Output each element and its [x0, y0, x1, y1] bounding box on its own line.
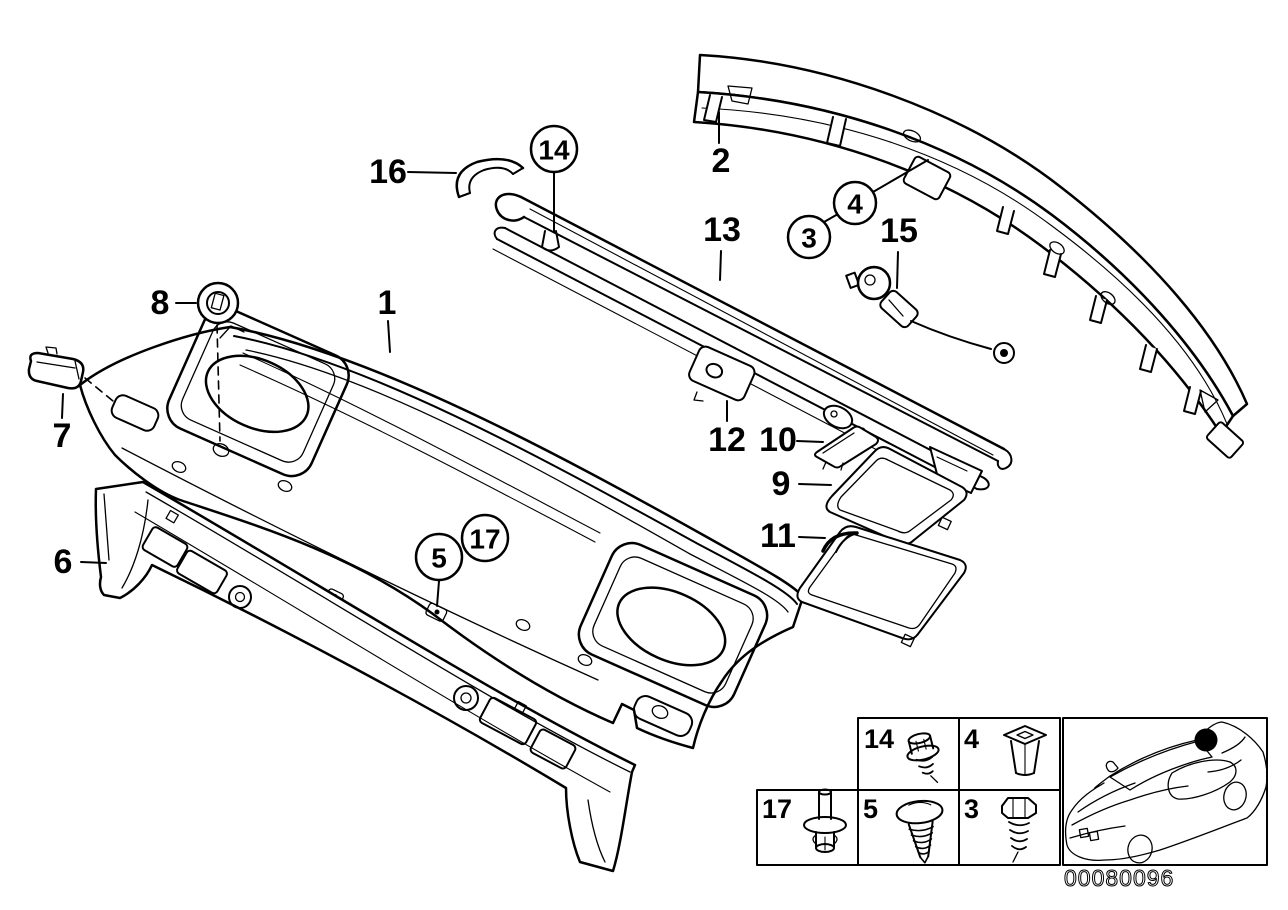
callout-16: 16	[369, 153, 407, 191]
callout-circle-14: 14	[529, 124, 579, 174]
legend-number-4: 4	[964, 724, 979, 754]
part-16-hook-clip	[455, 157, 525, 199]
leader-15	[896, 251, 899, 289]
part-10-cover-flap	[814, 425, 879, 471]
legend-number-17: 17	[762, 794, 792, 824]
self-tapping-screw-icon	[1001, 797, 1037, 863]
part-11-speaker-cover	[796, 525, 967, 648]
legend-number-3: 3	[964, 794, 979, 824]
svg-text:5: 5	[431, 543, 447, 574]
part-6-lower-trim-panel	[94, 480, 637, 873]
callout-2: 2	[712, 142, 731, 180]
legend-table: 14 4 17 5 3	[756, 717, 1061, 866]
legend-number-14: 14	[864, 724, 894, 754]
callout-15: 15	[880, 212, 918, 250]
location-dot	[1194, 728, 1218, 752]
legend-number-5: 5	[863, 794, 878, 824]
leader-5	[436, 580, 440, 607]
callout-circle-17: 17	[460, 513, 510, 563]
expansion-rivet-icon	[803, 788, 847, 853]
car-inset-border	[1062, 717, 1268, 866]
callout-9: 9	[772, 465, 791, 503]
callouts: 16 2 15 13 8 1 7 12 10 9 11 6 14 4 3 5 1…	[53, 111, 929, 607]
leader-13	[719, 250, 722, 281]
callout-circle-3: 3	[786, 214, 832, 260]
leader-4	[872, 159, 929, 193]
car-thumbnail	[1062, 717, 1268, 866]
callout-8: 8	[151, 284, 170, 322]
part-2-window-shelf-support	[692, 53, 1249, 459]
part-12-cover-plate	[688, 345, 756, 402]
part-7-trim-clip	[27, 346, 114, 402]
legend-cell-3	[958, 789, 1061, 866]
part-8-grommet	[196, 281, 240, 442]
part-13-brake-light-strip	[492, 192, 1013, 497]
leader-7	[61, 393, 64, 419]
speaker-recess-left	[166, 306, 350, 478]
callout-6: 6	[54, 543, 73, 581]
callout-11: 11	[760, 517, 796, 555]
expanding-nut-icon	[1003, 725, 1047, 776]
part-15-switch-cable	[845, 265, 1015, 364]
doc-number: 00080096	[1064, 865, 1174, 891]
leader-3	[823, 213, 839, 223]
leader-1	[387, 320, 391, 353]
leader-6	[80, 561, 107, 564]
svg-text:14: 14	[538, 135, 570, 166]
hex-screw-with-washer-icon	[906, 732, 940, 784]
leader-9	[798, 483, 832, 486]
callout-1: 1	[378, 284, 397, 322]
callout-13: 13	[703, 211, 741, 249]
callout-circle-4: 4	[832, 180, 878, 226]
leader-11	[798, 536, 826, 539]
leader-10	[796, 440, 824, 443]
callout-10: 10	[759, 421, 797, 459]
blind-rivet-icon	[895, 799, 944, 864]
leader-16	[407, 171, 457, 174]
speaker-recess-right	[577, 541, 769, 709]
callout-7: 7	[53, 417, 72, 455]
callout-circle-5: 5	[414, 532, 464, 582]
callout-12: 12	[708, 421, 746, 459]
svg-text:17: 17	[469, 524, 500, 555]
svg-text:4: 4	[847, 189, 863, 220]
svg-text:3: 3	[801, 223, 817, 254]
